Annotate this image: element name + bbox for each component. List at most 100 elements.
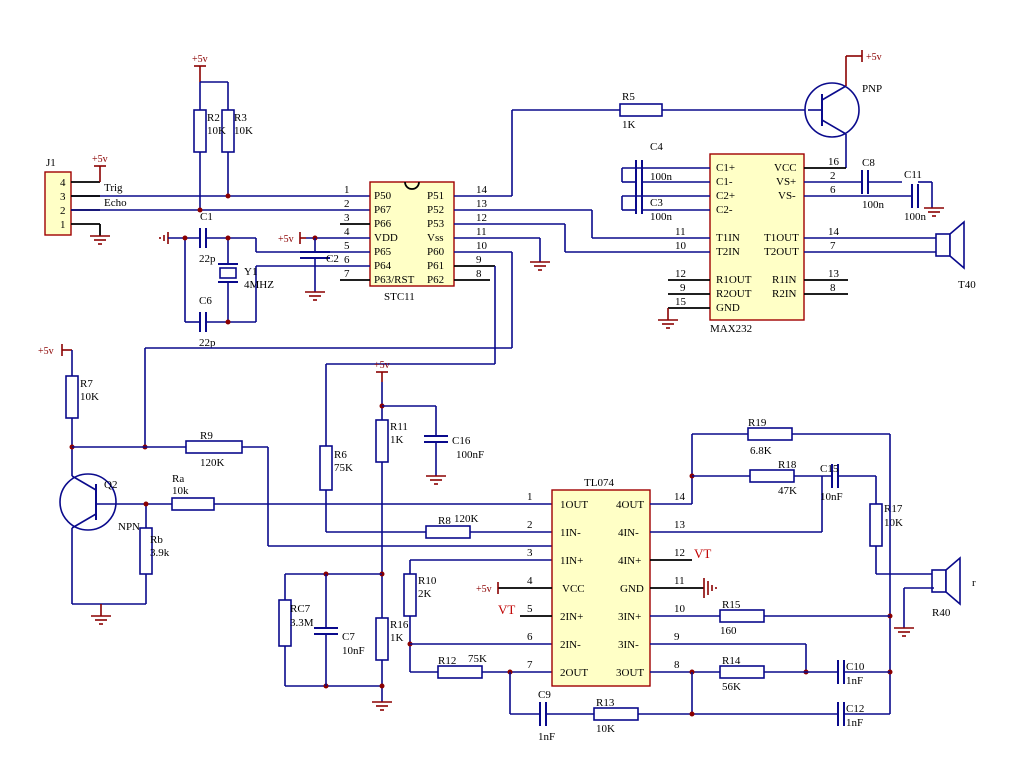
t40-label: T40 [958,279,976,291]
tl074-name: TL074 [584,477,614,489]
svg-text:P62: P62 [427,274,444,286]
r14-resistor [719,665,765,679]
svg-text:6: 6 [527,631,533,643]
svg-text:9: 9 [680,282,686,294]
j1-ref: J1 [46,157,56,169]
j1-pin-4: 4 [60,177,66,189]
c4-ref: C4 [650,141,663,153]
r19-resistor [747,427,793,441]
svg-text:P51: P51 [427,190,444,202]
tl074-right-pins: 14 13 12 11 10 9 8 [674,491,686,671]
svg-text:14: 14 [674,491,686,503]
c6-ref: C6 [199,295,212,307]
pnp-vcc-label: +5v [866,52,882,63]
svg-text:10: 10 [675,240,687,252]
c10-ref: C10 [846,661,865,673]
tl074-left-pins: 1 2 3 4 5 6 7 [527,491,533,671]
c8-ref: C8 [862,157,875,169]
c3-value: 100n [650,211,673,223]
r6-value: 75K [334,462,353,474]
svg-text:2: 2 [527,519,533,531]
c9-ref: C9 [538,689,551,701]
stc11-right-labels: P51 P52 P53 Vss P60 P61 P62 [427,190,445,286]
svg-text:10: 10 [674,603,686,615]
r9-value: 120K [200,457,225,469]
svg-text:C1-: C1- [716,176,733,188]
r18-resistor [749,469,795,483]
svg-text:3: 3 [527,547,533,559]
r11-value: 1K [390,434,404,446]
r15-resistor [719,609,765,623]
svg-text:4: 4 [527,575,533,587]
tl074-left-labels: 1OUT 1IN- 1IN+ VCC 2IN+ 2IN- 2OUT [560,499,588,679]
q2-npn-transistor [59,473,117,531]
ground-icon [530,261,550,271]
svg-text:R1OUT: R1OUT [716,274,752,286]
r17-resistor [869,503,883,547]
svg-text:3: 3 [344,212,350,224]
c7-ref: C7 [342,631,355,643]
c6-value: 22p [199,337,216,349]
r9-ref: R9 [200,430,213,442]
r15-ref: R15 [722,599,741,611]
svg-text:11: 11 [476,226,487,238]
svg-text:2: 2 [830,170,836,182]
max232-left-labels: C1+ C1- C2+ C2- T1IN T2IN R1OUT R2OUT GN… [716,162,752,314]
r40-pin-label: r [972,577,976,589]
svg-text:3IN-: 3IN- [618,639,639,651]
c16-value: 100nF [456,449,484,461]
ground-icon [924,207,944,217]
r2-value: 10K [207,125,226,137]
r9-resistor [185,440,243,454]
svg-text:C1+: C1+ [716,162,735,174]
r7-resistor [65,375,79,419]
net-echo-label: Echo [104,197,127,209]
r18-value: 47K [778,485,797,497]
r5-value: 1K [622,119,636,131]
r17-value: 10K [884,517,903,529]
tl-vcc-label: +5v [476,584,492,595]
svg-text:R2IN: R2IN [772,288,797,300]
r11-vcc-label: +5v [374,360,390,371]
svg-text:P65: P65 [374,246,392,258]
svg-text:7: 7 [527,659,533,671]
ground-icon [372,701,392,711]
c16-ref: C16 [452,435,471,447]
svg-text:16: 16 [828,156,840,168]
r5-resistor [619,103,663,117]
stc11-chip [369,181,455,287]
svg-text:14: 14 [828,226,840,238]
svg-text:2: 2 [344,198,350,210]
r10-resistor [403,573,417,617]
svg-text:12: 12 [675,268,686,280]
vt-label-right: VT [694,546,711,561]
svg-text:7: 7 [344,268,350,280]
c15-ref: C15 [820,463,839,475]
max232-name: MAX232 [710,323,752,335]
c1-ref: C1 [200,211,213,223]
r11-resistor [375,419,389,463]
svg-text:P60: P60 [427,246,445,258]
r10-ref: R10 [418,575,437,587]
stc11-name: STC11 [384,291,415,303]
y1-ref: Y1 [244,266,257,278]
svg-text:1IN+: 1IN+ [560,555,583,567]
ground-icon [894,627,914,637]
svg-text:T1IN: T1IN [716,232,740,244]
r13-ref: R13 [596,697,615,709]
r13-resistor [593,707,639,721]
svg-text:P61: P61 [427,260,444,272]
svg-text:3IN+: 3IN+ [618,611,641,623]
svg-text:T2IN: T2IN [716,246,740,258]
t40-transducer [935,220,965,270]
ground-icon [90,235,110,245]
tl074-chip [551,489,651,687]
r40-transducer [931,556,961,606]
svg-text:14: 14 [476,184,488,196]
max232-left-pins: 11 10 12 9 15 [675,226,687,308]
r11-ref: R11 [390,421,408,433]
svg-text:6: 6 [830,184,836,196]
svg-text:4IN-: 4IN- [618,527,639,539]
r12-ref: R12 [438,655,456,667]
max232-right-pins: 16 2 6 14 7 13 8 [828,156,840,294]
